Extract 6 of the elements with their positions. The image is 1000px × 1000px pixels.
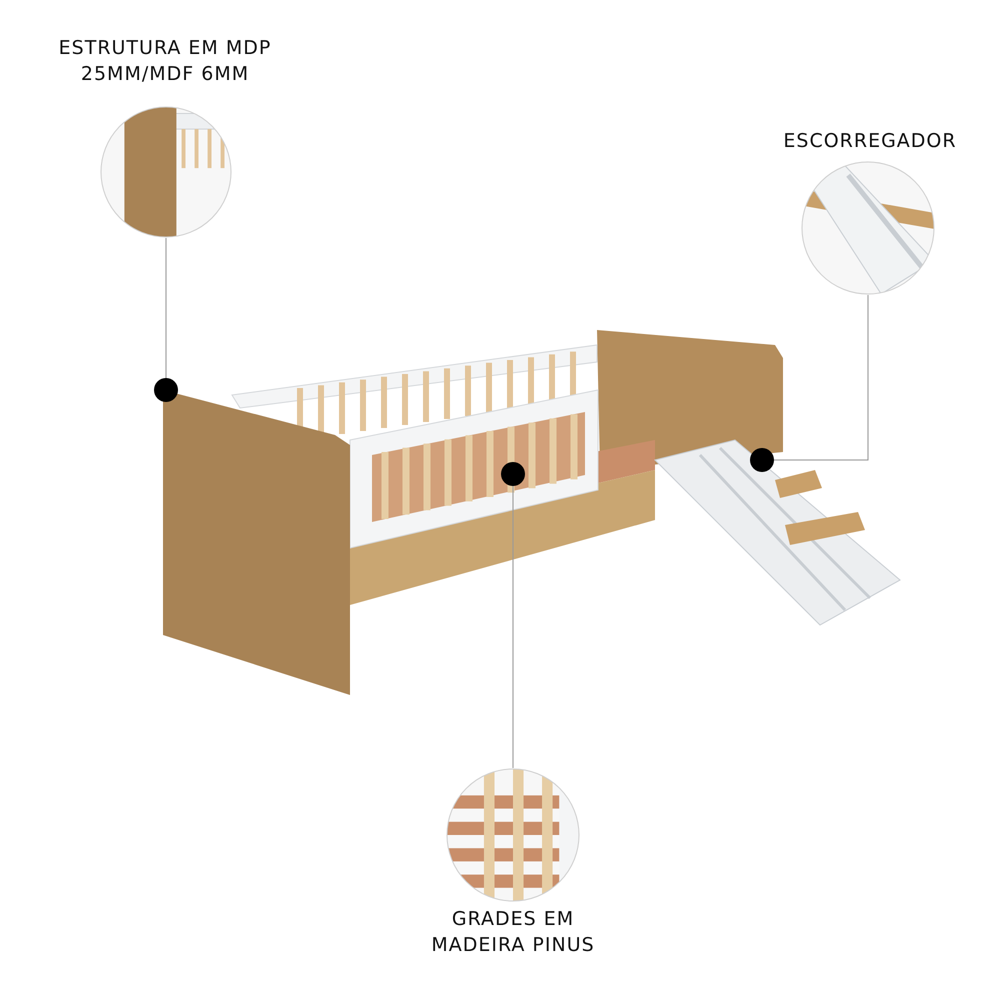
callout-label: ESTRUTURA EM MDP 25MM/MDF 6MM xyxy=(58,36,272,87)
callout-label: GRADES EM MADEIRA PINUS xyxy=(430,907,596,958)
leader-line xyxy=(750,294,868,472)
leader-line xyxy=(154,238,178,402)
callout-label: ESCORREGADOR xyxy=(782,129,958,154)
leader-line xyxy=(501,462,525,768)
